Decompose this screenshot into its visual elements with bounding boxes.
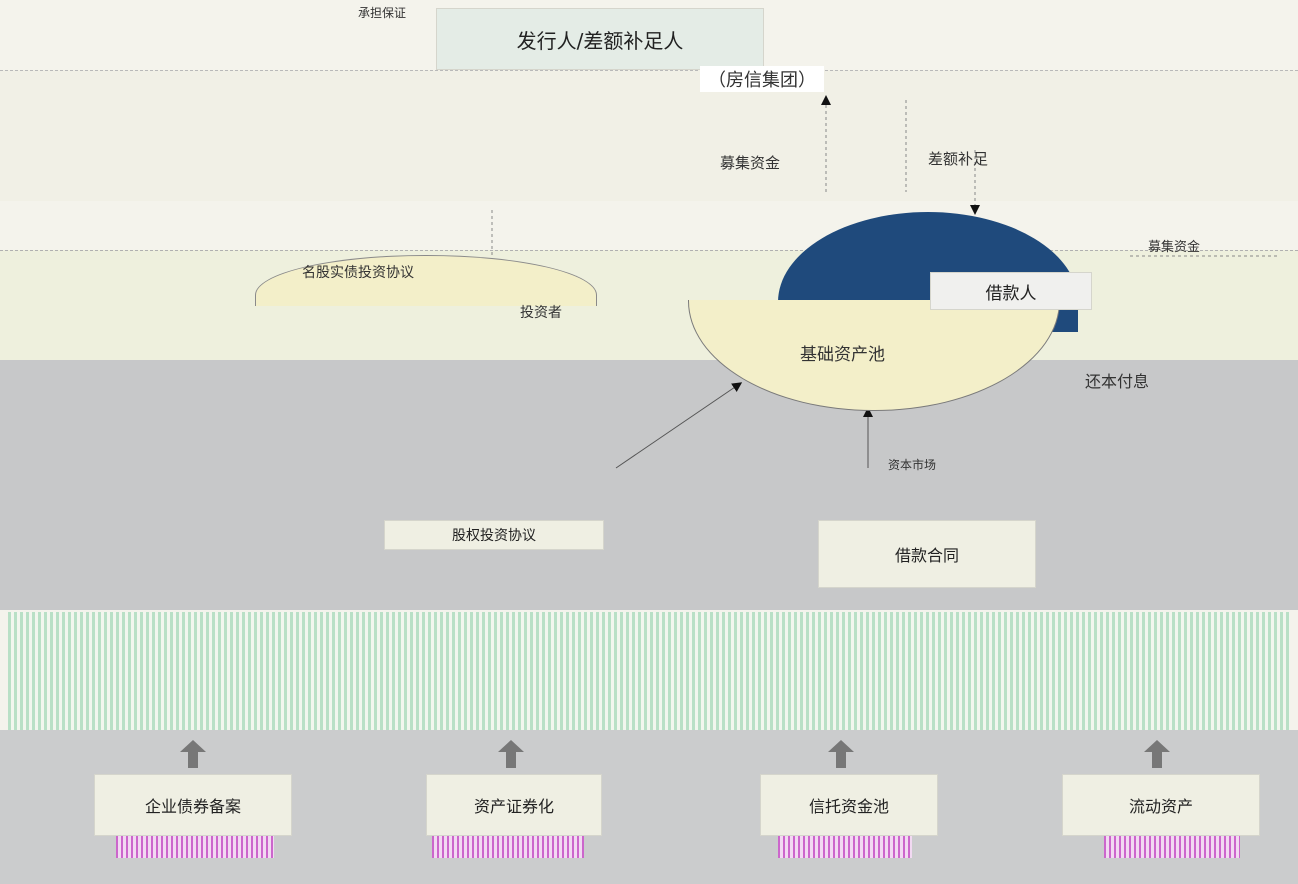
bottom-box-4: 流动资产 [1062,774,1260,836]
loan-contract-box: 借款合同 [818,520,1036,588]
pink-strip [1104,836,1240,858]
borrower-box: 借款人 [930,272,1092,310]
credit-enhancement-label: 承担保证 [358,6,407,20]
group-label: （房信集团） [700,66,824,92]
gray-band [0,360,1298,610]
top-band [0,70,1298,201]
up-arrow-icon [180,740,206,768]
up-arrow-icon [1144,740,1170,768]
bottom-box-3: 信托资金池 [760,774,938,836]
pink-strip [432,836,584,858]
up-arrow-icon [828,740,854,768]
equity-agreement-box: 股权投资协议 [384,520,604,550]
shortfall-label: 差额补足 [928,150,989,168]
issuer-box: 发行人/差额补足人 [436,8,764,70]
up-arrow-icon [498,740,524,768]
bottom-box-2: 资产证券化 [426,774,602,836]
raise-funds-label: 募集资金 [720,154,781,172]
striped-band [8,612,1290,730]
asset-pool-label: 基础资产池 [800,345,885,365]
left-arc-caption: 名股实债投资协议 [302,265,414,281]
investor-label: 投资者 [520,305,562,321]
pink-strip [778,836,912,858]
bottom-box-1: 企业债券备案 [94,774,292,836]
capital-market-label: 资本市场 [888,458,937,472]
raise-funds-right-label: 募集资金 [1148,240,1201,255]
pink-strip [116,836,274,858]
repay-label: 还本付息 [1085,372,1150,391]
